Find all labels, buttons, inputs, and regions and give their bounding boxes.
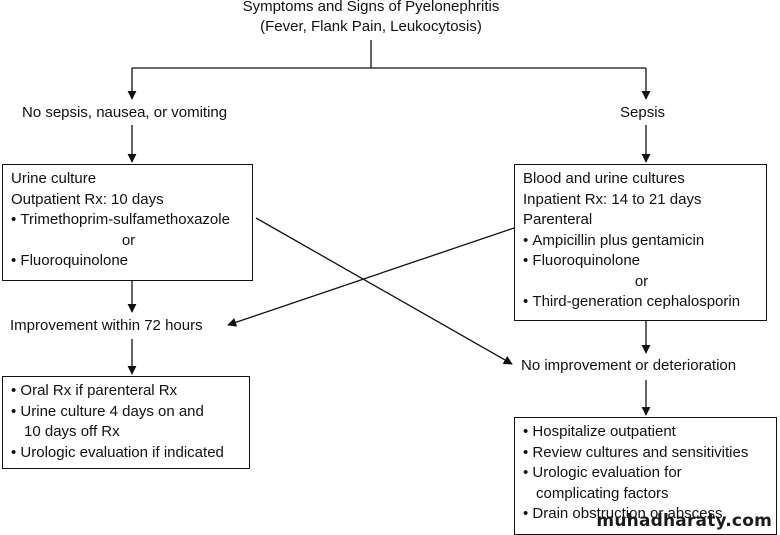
- improvement-label: Improvement within 72 hours: [10, 316, 203, 336]
- outpatient-option-1: Trimethoprim-sulfamethoxazole: [11, 210, 246, 231]
- root-title-text: Symptoms and Signs of Pyelonephritis: [242, 0, 500, 15]
- no-improvement-actions-box: Hospitalize outpatient Review cultures a…: [514, 417, 777, 535]
- no-sepsis-label: No sepsis, nausea, or vomiting: [22, 103, 228, 123]
- no-improvement-label: No improvement or deterioration: [521, 356, 737, 376]
- inpatient-option-3: Third-generation cephalosporin: [523, 292, 760, 313]
- inpatient-or: or: [634, 272, 649, 290]
- inpatient-line-1: Blood and urine cultures: [523, 170, 685, 187]
- action-item-2: Review cultures and sensitivities: [523, 443, 770, 464]
- outpatient-line-1: Urine culture: [11, 170, 97, 187]
- followup-item-1: Oral Rx if parenteral Rx: [11, 381, 243, 402]
- action-item-1: Hospitalize outpatient: [523, 422, 770, 443]
- followup-item-2: Urine culture 4 days on and: [11, 402, 243, 423]
- inpatient-option-2: Fluoroquinolone: [523, 251, 760, 272]
- outpatient-or: or: [121, 231, 136, 249]
- watermark: muhadharaty.com: [596, 511, 772, 531]
- improvement-followup-box: Oral Rx if parenteral Rx Urine culture 4…: [2, 376, 250, 469]
- action-item-4: Drain obstruction or abscess: [523, 504, 770, 525]
- action-item-3: Urologic evaluation for: [523, 463, 770, 484]
- outpatient-treatment-box: Urine culture Outpatient Rx: 10 days Tri…: [2, 164, 253, 281]
- inpatient-option-1: Ampicillin plus gentamicin: [523, 231, 760, 252]
- arrow-inpatient-to-improvement: [227, 227, 515, 327]
- inpatient-line-2: Inpatient Rx: 14 to 21 days: [523, 190, 702, 208]
- arrow-outpatient-to-no-improvement: [255, 217, 513, 365]
- followup-item-3: Urologic evaluation if indicated: [11, 443, 243, 464]
- inpatient-treatment-box: Blood and urine cultures Inpatient Rx: 1…: [514, 164, 767, 321]
- followup-item-2-cont: 10 days off Rx: [24, 423, 120, 440]
- outpatient-option-2: Fluoroquinolone: [11, 251, 246, 272]
- sepsis-label: Sepsis: [620, 103, 666, 123]
- action-item-3-cont: complicating factors: [536, 484, 669, 502]
- root-title: Symptoms and Signs of Pyelonephritis: [214, 0, 528, 17]
- inpatient-line-3: Parenteral: [523, 211, 593, 228]
- root-subtitle-text: (Fever, Flank Pain, Leukocytosis): [260, 18, 482, 35]
- outpatient-line-2: Outpatient Rx: 10 days: [11, 190, 164, 208]
- root-subtitle: (Fever, Flank Pain, Leukocytosis): [214, 17, 528, 37]
